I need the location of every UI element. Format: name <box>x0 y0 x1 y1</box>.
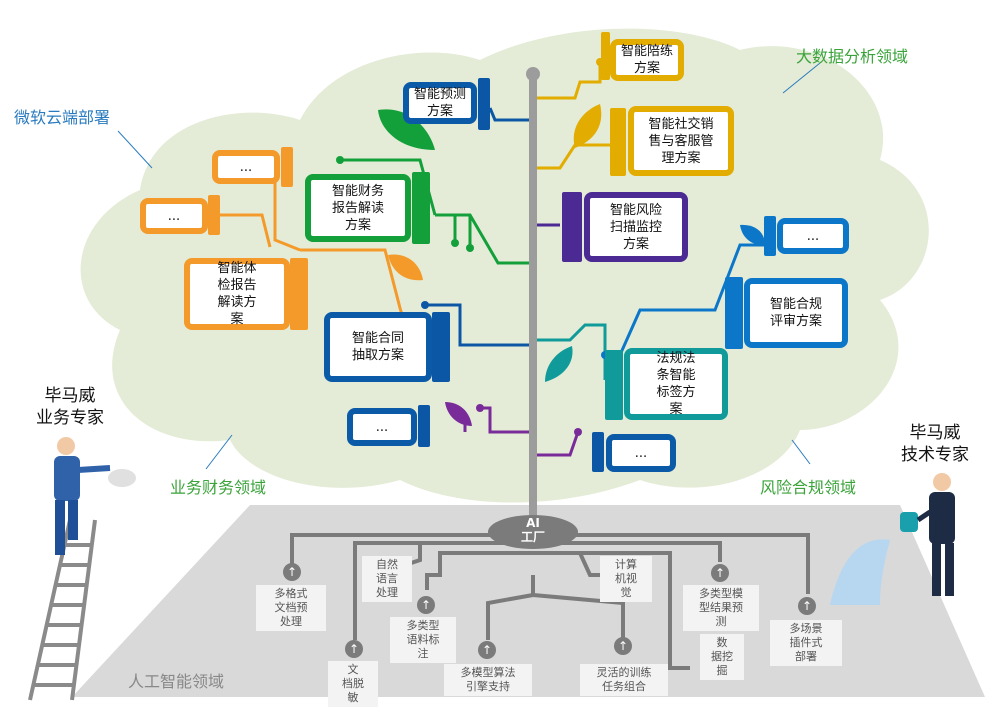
leaf-icon <box>388 254 423 281</box>
callout-line <box>205 434 233 470</box>
connector-plug <box>592 432 604 472</box>
solution-more-violet[interactable]: ... <box>606 434 676 472</box>
up-arrow-icon: ↑ <box>614 637 632 655</box>
up-arrow-icon: ↑ <box>345 640 363 658</box>
callout-line <box>791 439 811 465</box>
ai-roots <box>290 533 810 670</box>
solution-risk[interactable]: 智能风险 扫描监控 方案 <box>584 192 688 262</box>
connector-plug <box>610 108 626 176</box>
connector-plug <box>725 277 743 349</box>
leaf-icon <box>545 346 573 382</box>
connector-plug <box>412 172 430 244</box>
connector-plug <box>432 312 450 382</box>
trunk-top <box>526 67 540 81</box>
solution-more-orange-1[interactable]: ... <box>212 150 280 184</box>
solution-health[interactable]: 智能体 检报告 解读方 案 <box>184 258 290 330</box>
tech-expert-label: 毕马威 技术专家 <box>901 423 969 465</box>
trunk <box>529 70 537 530</box>
ai-factory-node <box>488 515 578 549</box>
capability-training: 灵活的训练 任务组合 <box>580 664 668 696</box>
region-cloud-deploy: 微软云端部署 <box>14 108 111 127</box>
connector-plug <box>281 147 293 187</box>
ai-factory-label: AI 工厂 <box>520 516 545 544</box>
capability-model-prediction: 多类型模 型结果预 测 <box>683 585 759 631</box>
region-bigdata: 大数据分析领域 <box>796 47 909 66</box>
leaf-icon <box>740 224 765 246</box>
capability-computer-vision: 计算 机视 觉 <box>600 556 652 602</box>
solution-more-orange-2[interactable]: ... <box>140 198 208 234</box>
leaf-icon <box>445 402 472 426</box>
water-stream <box>830 539 890 605</box>
solution-compliance[interactable]: 智能合规 评审方案 <box>744 278 848 348</box>
solution-finance-report[interactable]: 智能财务 报告解读 方案 <box>305 174 411 242</box>
solution-law-tag[interactable]: 法规法 条智能 标签方 案 <box>624 348 728 420</box>
solution-more-darkblue[interactable]: ... <box>347 408 417 446</box>
connector-plug <box>764 216 776 256</box>
solution-contract[interactable]: 智能合同 抽取方案 <box>324 312 432 382</box>
connector-plug <box>562 192 582 262</box>
connector-plug <box>290 258 308 330</box>
capability-corpus-annotation: 多类型 语料标 注 <box>390 617 456 663</box>
leaf-icon <box>378 109 435 150</box>
region-risk-compliance: 风险合规领域 <box>760 478 857 497</box>
leaf-icon <box>573 104 602 148</box>
up-arrow-icon: ↑ <box>711 564 729 582</box>
business-expert-label: 毕马威 业务专家 <box>36 386 104 428</box>
capability-plugin-deploy: 多场景 插件式 部署 <box>770 620 842 666</box>
capability-nlp: 自然 语言 处理 <box>362 556 412 602</box>
connector-plug <box>601 32 610 80</box>
connector-plug <box>605 350 623 420</box>
up-arrow-icon: ↑ <box>283 563 301 581</box>
connector-plug <box>418 405 430 447</box>
connector-plug <box>478 78 490 130</box>
region-business-finance: 业务财务领域 <box>170 478 267 497</box>
ai-ground-plane <box>72 505 985 697</box>
solution-accompany[interactable]: 智能陪练 方案 <box>610 39 684 81</box>
solution-predict[interactable]: 智能预测 方案 <box>403 82 477 124</box>
connector-plug <box>208 195 220 235</box>
capability-doc-desensitize: 文 档脱 敏 <box>328 661 378 707</box>
capability-algorithm-engine: 多模型算法 引擎支持 <box>444 664 532 696</box>
solution-social[interactable]: 智能社交销 售与客服管 理方案 <box>628 106 734 176</box>
capability-data-mining: 数 据挖 掘 <box>700 634 744 680</box>
up-arrow-icon: ↑ <box>417 596 435 614</box>
up-arrow-icon: ↑ <box>478 641 496 659</box>
tech-expert-figure <box>900 473 955 596</box>
business-expert-figure <box>54 437 136 555</box>
solution-more-blue[interactable]: ... <box>777 218 849 254</box>
callout-line <box>782 62 821 94</box>
callout-line <box>117 130 153 169</box>
capability-multi-doc: 多格式 文档预 处理 <box>256 585 326 631</box>
region-ai: 人工智能领域 <box>128 672 225 691</box>
up-arrow-icon: ↑ <box>798 597 816 615</box>
